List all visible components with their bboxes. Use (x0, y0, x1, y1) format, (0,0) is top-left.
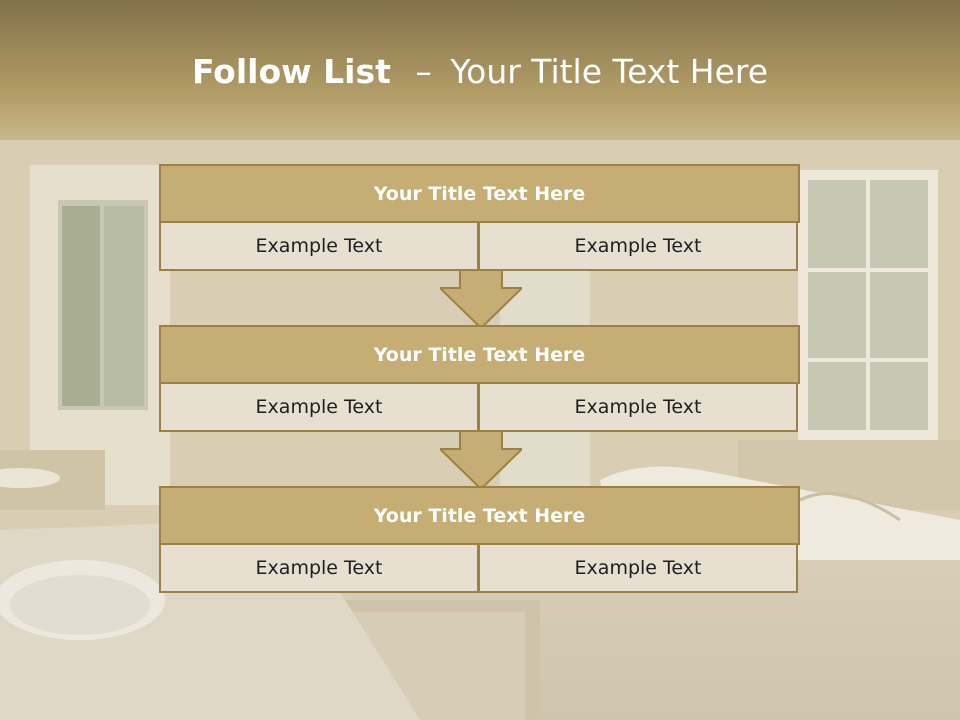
block-right-text: Example Text (478, 543, 798, 593)
list-block-2: Your Title Text Here Example Text Exampl… (159, 325, 800, 432)
block-left-text: Example Text (159, 221, 479, 271)
slide-title-rest: Your Title Text Here (450, 52, 769, 91)
list-block-3: Your Title Text Here Example Text Exampl… (159, 486, 800, 593)
slide-title: Follow List – Your Title Text Here (0, 52, 960, 91)
slide-title-dash: – (415, 52, 432, 91)
down-arrow-icon (440, 270, 522, 328)
block-title: Your Title Text Here (159, 486, 800, 545)
block-right-text: Example Text (478, 221, 798, 271)
block-title: Your Title Text Here (159, 164, 800, 223)
list-block-1: Your Title Text Here Example Text Exampl… (159, 164, 800, 271)
block-left-text: Example Text (159, 543, 479, 593)
block-title: Your Title Text Here (159, 325, 800, 384)
slide-title-bold: Follow List (191, 52, 391, 91)
down-arrow-icon (440, 431, 522, 489)
block-right-text: Example Text (478, 382, 798, 432)
block-left-text: Example Text (159, 382, 479, 432)
